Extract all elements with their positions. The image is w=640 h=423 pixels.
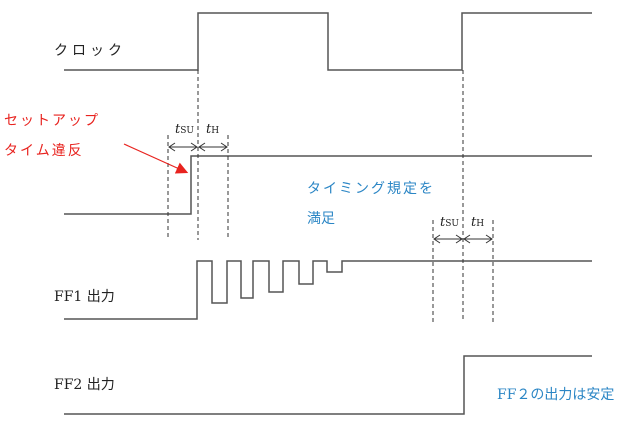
timing-ok-label-line2: 満足 — [307, 211, 335, 227]
hold-time-arrow-2 — [463, 234, 493, 244]
setup-time-label-2: tSU — [440, 215, 459, 230]
ff2-output-waveform — [64, 355, 592, 415]
ff2-stable-label: FF２の出力は安定 — [497, 387, 615, 403]
hold-time-label-1: tH — [206, 122, 220, 137]
setup-time-label-1: tSU — [175, 122, 194, 137]
setup-violation-label-line1: セットアップ — [4, 113, 100, 129]
hold-time-arrow-1 — [198, 142, 228, 152]
timing-ok-label-line1: タイミング規定を — [307, 181, 435, 197]
ff1-output-label: FF1 出力 — [54, 289, 115, 305]
ff2-output-label: FF2 出力 — [54, 377, 115, 393]
ff1-output-waveform — [64, 260, 592, 320]
violation-pointer-arrow — [123, 143, 189, 174]
data-waveform — [64, 155, 592, 215]
clock-label: クロック — [54, 43, 126, 59]
setup-time-arrow-2 — [433, 234, 463, 244]
setup-violation-label-line2: タイム違反 — [4, 143, 84, 159]
clock-waveform — [64, 12, 592, 71]
setup-time-arrow-1 — [168, 142, 198, 152]
hold-time-label-2: tH — [471, 215, 485, 230]
